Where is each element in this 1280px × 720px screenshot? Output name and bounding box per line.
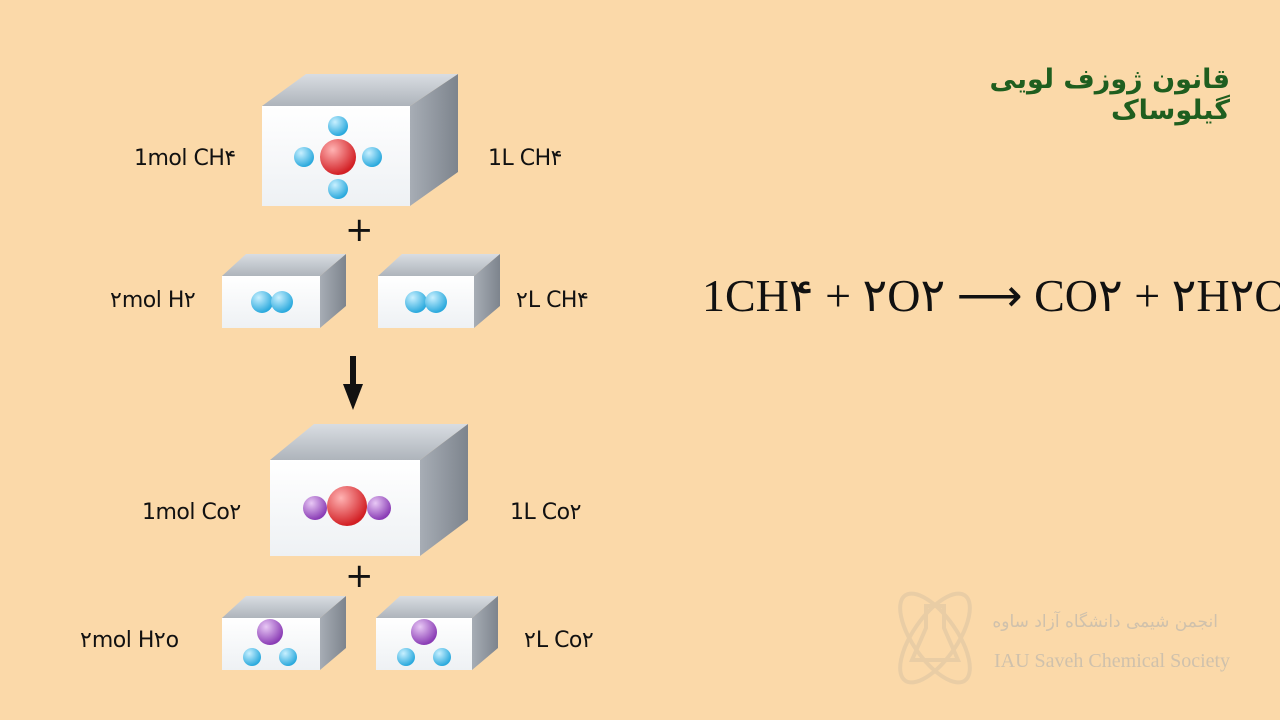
second-gas-box (378, 254, 500, 328)
reactant-1-moles-label: 1mol CH۴ (134, 146, 237, 171)
watermark-english-text: IAU Saveh Chemical Society (994, 650, 1231, 672)
water-box (222, 596, 346, 670)
carbon-dioxide-molecule-icon (303, 486, 391, 526)
society-logo-icon (898, 591, 972, 685)
reactant-2-volume-label: ۲L CH۴ (516, 288, 589, 313)
reactant-1-volume-label: 1L CH۴ (488, 146, 563, 171)
product-plus-sign: + (345, 556, 374, 596)
reactant-plus-sign: + (345, 210, 374, 250)
product-1-moles-label: 1mol Co۲ (142, 500, 242, 525)
hydrogen-box (222, 254, 346, 328)
chemical-equation: 1CH۴ + ۲O۲ ⟶ CO۲ + ۲H۲O (702, 270, 1280, 321)
product-2-volume-label: ۲L Co۲ (524, 628, 594, 653)
second-water-box (376, 596, 498, 670)
reactant-2-moles-label: ۲mol H۲ (110, 288, 196, 313)
watermark-persian-text: انجمن شیمی دانشگاه آزاد ساوه (992, 612, 1218, 632)
methane-molecule-icon (294, 116, 382, 199)
product-1-volume-label: 1L Co۲ (510, 500, 582, 525)
carbon-dioxide-box (270, 424, 468, 556)
product-2-moles-label: ۲mol H۲o (80, 628, 179, 653)
page-title: قانون ژوزف لویی گیلوساک (989, 64, 1230, 126)
down-arrow-icon (343, 356, 363, 410)
methane-box (262, 74, 458, 206)
